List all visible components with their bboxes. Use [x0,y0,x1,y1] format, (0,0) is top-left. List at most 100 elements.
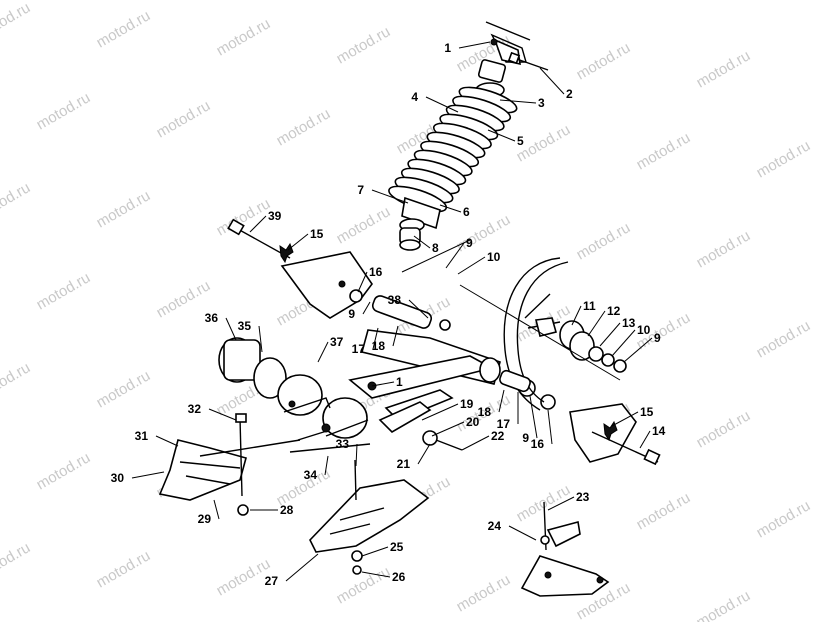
leader-line [587,310,606,337]
callout-30: 30 [111,471,125,485]
leader-line [623,337,653,363]
callout-4: 4 [411,90,418,104]
watermark-text: motod.ru [0,359,33,403]
leader-line [371,189,409,204]
leader-line [362,301,371,315]
leader-line [639,430,651,449]
watermark-text: motod.ru [94,367,154,411]
leader-line [421,403,459,421]
callout-14: 14 [652,424,666,438]
callout-31: 31 [135,429,149,443]
leader-line [392,325,399,347]
watermark-text: motod.ru [34,89,94,133]
callout-1: 1 [396,375,403,389]
watermark-text: motod.ru [0,539,33,583]
leader-line [357,271,368,293]
leader-line [324,455,329,476]
callout-22: 22 [491,429,505,443]
leader-line [461,435,490,451]
leader-line [547,496,575,511]
callout-1: 1 [444,41,451,55]
callout-21: 21 [397,457,411,471]
lower-left-bracket [158,413,301,516]
callout-5: 5 [517,134,524,148]
leader-line [225,317,237,341]
leader-line [208,408,237,421]
leader-line [371,381,395,387]
watermark-text: motod.ru [694,227,754,271]
leader-line [611,411,639,427]
leader-line [317,341,329,363]
callout-18: 18 [478,405,492,419]
callout-20: 20 [466,415,480,429]
watermark-text: motod.ru [574,219,634,263]
callout-39: 39 [268,209,282,223]
coil-spring [388,86,518,213]
leader-line [487,129,516,142]
leader-line [547,409,553,445]
callout-25: 25 [390,540,404,554]
wheel-rim [401,239,627,411]
callout-16: 16 [369,265,383,279]
callout-10: 10 [637,323,651,337]
watermark-text: motod.ru [0,179,33,223]
callout-23: 23 [576,490,590,504]
leader-line [439,204,462,213]
callout-27: 27 [265,574,279,588]
leader-line [417,443,431,465]
leader-line [499,99,537,104]
watermark-text: motod.ru [454,571,514,615]
leader-line [155,435,179,447]
leader-line [611,329,636,357]
watermark-text: motod.ru [0,0,33,43]
leader-line [571,305,582,326]
watermark-text: motod.ru [694,47,754,91]
watermark-text: motod.ru [34,269,94,313]
leader-line [599,322,621,347]
watermark-text: motod.ru [634,489,694,533]
callout-13: 13 [622,316,636,330]
leader-line [498,389,505,413]
callout-17: 17 [497,417,511,431]
leader-line [458,41,491,49]
watermark-text: motod.ru [154,97,214,141]
callout-9: 9 [466,236,473,250]
callout-34: 34 [304,468,318,482]
callout-35: 35 [238,319,252,333]
callout-3: 3 [538,96,545,110]
watermark-text: motod.ru [694,587,754,622]
callout-37: 37 [330,335,344,349]
leader-line [445,242,465,269]
swing-arm [289,295,531,453]
callout-33: 33 [336,437,350,451]
watermark-text: motod.ru [214,15,274,59]
watermark-text: motod.ru [334,563,394,607]
watermark-text: motod.ru [94,547,154,591]
callout-29: 29 [198,512,212,526]
callout-12: 12 [607,304,621,318]
watermark-text: motod.ru [274,105,334,149]
callout-38: 38 [388,293,402,307]
callout-32: 32 [188,402,202,416]
callout-6: 6 [463,205,470,219]
callout-8: 8 [432,241,439,255]
callout-18: 18 [372,339,386,353]
watermark-text: motod.ru [334,23,394,67]
leader-line [413,235,431,249]
shock-absorber [388,21,549,251]
leader-line [457,256,486,275]
watermark-text: motod.ru [694,407,754,451]
callout-36: 36 [205,311,219,325]
watermark-text: motod.ru [94,187,154,231]
callout-16: 16 [531,437,545,451]
leader-line [361,571,391,578]
watermark-text: motod.ru [754,137,814,181]
watermark-text: motod.ru [94,7,154,51]
leader-line [361,546,389,557]
leader-line [249,215,267,233]
leader-lines [131,41,653,582]
right-shock-bracket [518,379,661,466]
callout-26: 26 [392,570,406,584]
